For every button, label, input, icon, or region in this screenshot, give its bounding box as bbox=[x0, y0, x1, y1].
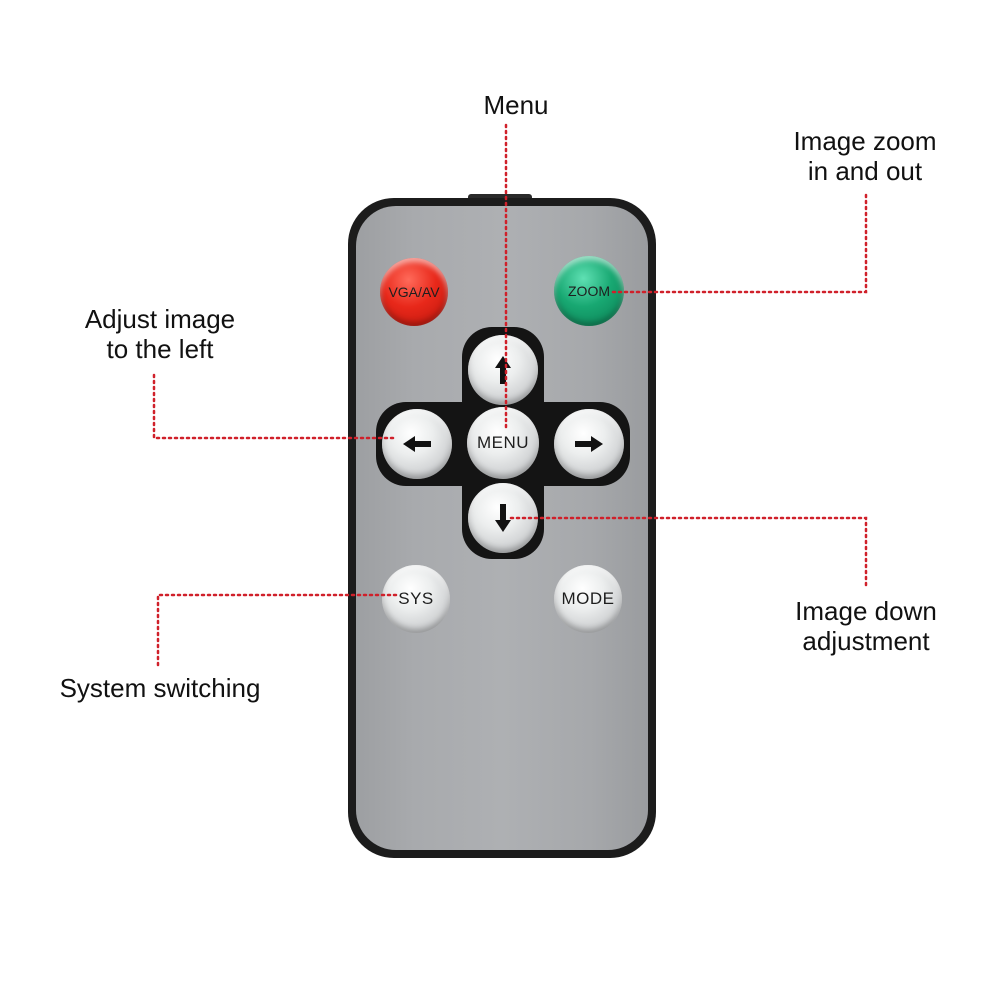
down-callout: Image down adjustment bbox=[768, 596, 964, 656]
arrow-up-icon bbox=[495, 356, 511, 384]
left-button[interactable] bbox=[382, 409, 452, 479]
menu-button[interactable]: MENU bbox=[467, 407, 539, 479]
sys-button-label: SYS bbox=[398, 589, 434, 608]
down-callout-line-1: Image down bbox=[795, 596, 937, 626]
arrow-down-icon bbox=[495, 504, 511, 532]
menu-callout: Menu bbox=[466, 90, 566, 120]
vga-av-button-label: VGA/AV bbox=[388, 284, 440, 300]
down-callout-line-2: adjustment bbox=[802, 626, 930, 656]
down-button[interactable] bbox=[468, 483, 538, 553]
sys-callout: System switching bbox=[40, 673, 280, 703]
sys-button[interactable]: SYS bbox=[382, 565, 450, 633]
zoom-callout-line-2: in and out bbox=[807, 156, 923, 186]
arrow-right-icon bbox=[575, 436, 603, 452]
up-button[interactable] bbox=[468, 335, 538, 405]
arrow-left-icon bbox=[403, 436, 431, 452]
mode-button[interactable]: MODE bbox=[554, 565, 622, 633]
left-callout-line-1: Adjust image bbox=[84, 304, 236, 334]
zoom-button[interactable]: ZOOM bbox=[554, 256, 624, 326]
vga-av-button[interactable]: VGA/AV bbox=[380, 258, 448, 326]
zoom-button-label: ZOOM bbox=[568, 283, 610, 299]
menu-callout-line-1: Menu bbox=[483, 90, 549, 120]
left-callout-line-2: to the left bbox=[106, 334, 214, 364]
zoom-callout: Image zoom in and out bbox=[770, 126, 960, 186]
menu-button-label: MENU bbox=[476, 433, 530, 452]
zoom-callout-line-1: Image zoom bbox=[793, 126, 937, 156]
left-callout: Adjust image to the left bbox=[62, 304, 258, 364]
right-button[interactable] bbox=[554, 409, 624, 479]
sys-callout-line-1: System switching bbox=[59, 673, 261, 703]
mode-button-label: MODE bbox=[561, 589, 615, 608]
